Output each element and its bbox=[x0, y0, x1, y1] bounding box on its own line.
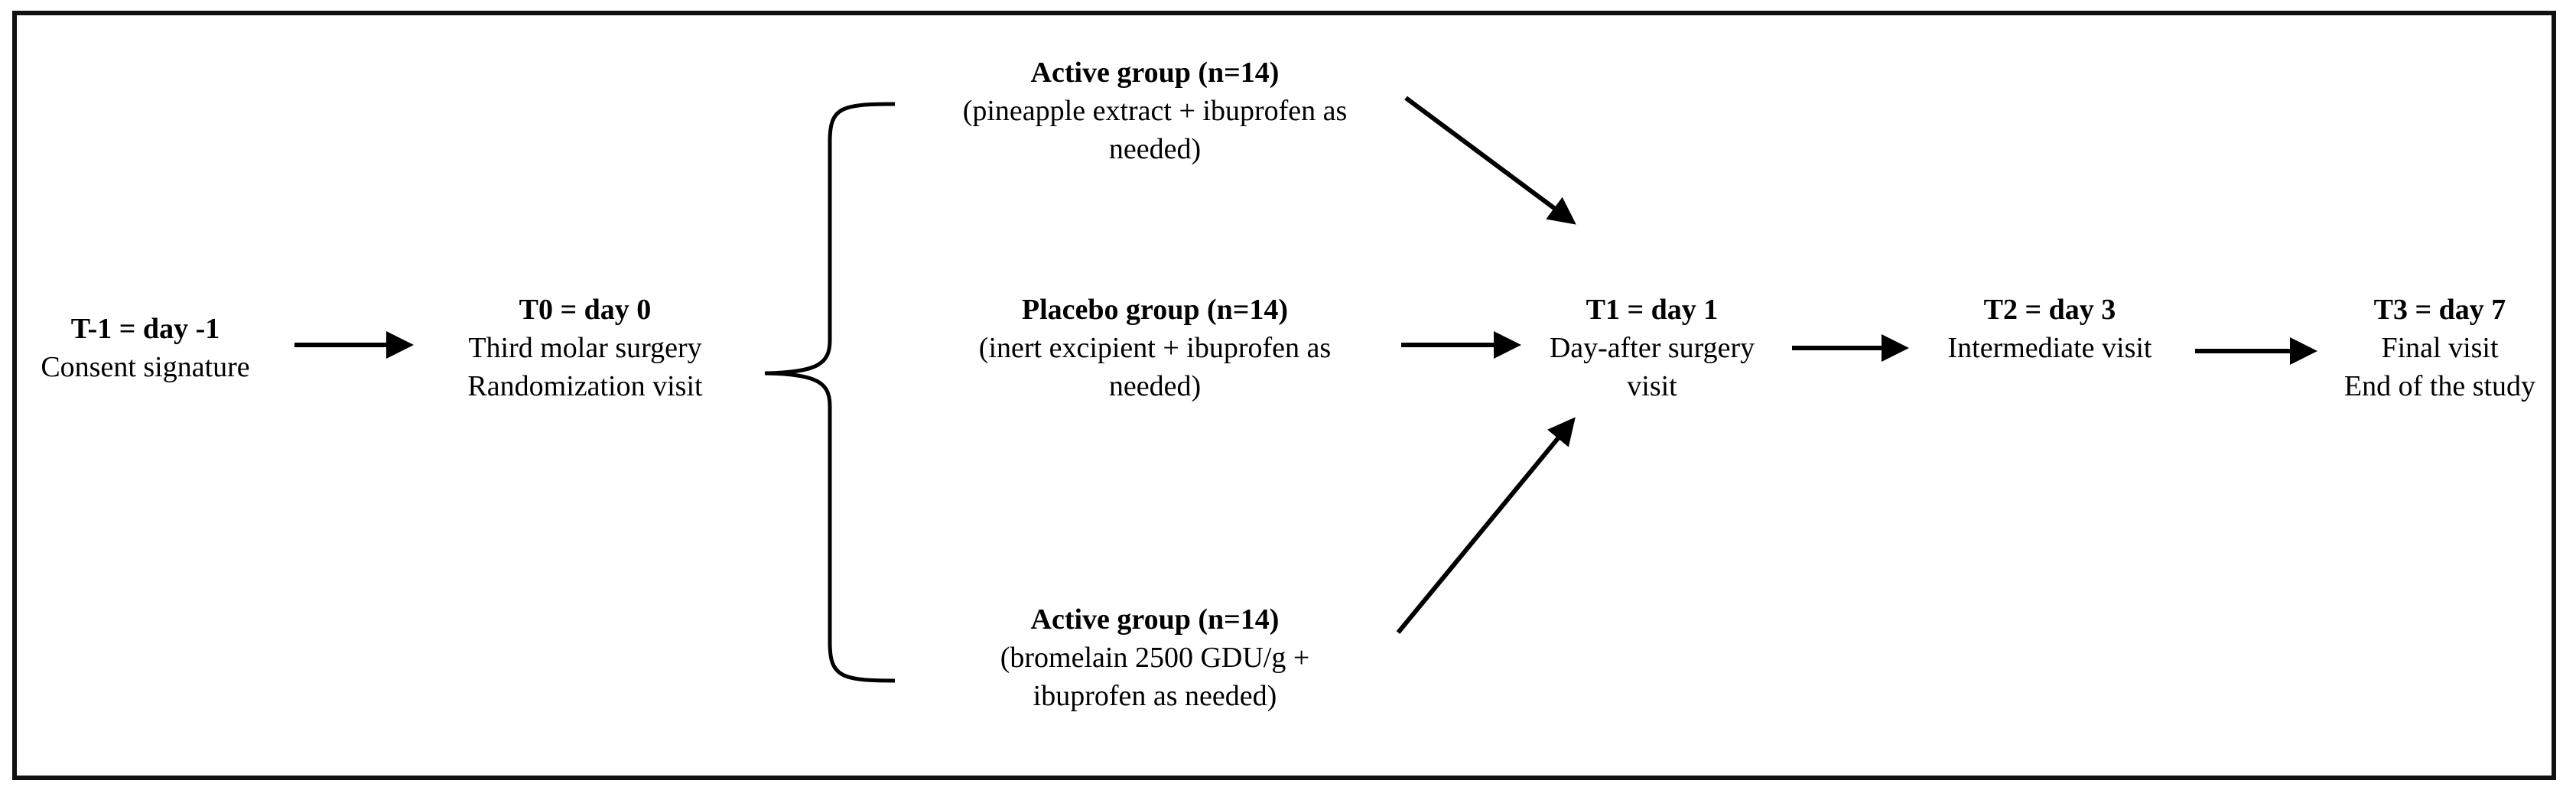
node-text: (bromelain 2500 GDU/g + bbox=[1000, 642, 1310, 674]
node-title: T1 = day 1 bbox=[1586, 294, 1719, 326]
node-t3: T3 = day 7 Final visit End of the study bbox=[2317, 291, 2562, 405]
node-t1: T1 = day 1 Day-after surgery visit bbox=[1514, 291, 1790, 405]
diagram-frame bbox=[12, 11, 2556, 780]
node-text: Final visit bbox=[2381, 332, 2499, 364]
node-text: Randomization visit bbox=[467, 370, 703, 402]
node-group-bromelain: Active group (n=14) (bromelain 2500 GDU/… bbox=[910, 600, 1400, 715]
node-title: Active group (n=14) bbox=[1030, 57, 1280, 89]
node-text: (inert excipient + ibuprofen as bbox=[978, 332, 1332, 364]
node-text: Third molar surgery bbox=[468, 332, 702, 364]
node-title: T-1 = day -1 bbox=[70, 313, 220, 345]
node-t0: T0 = day 0 Third molar surgery Randomiza… bbox=[432, 291, 738, 405]
node-text: visit bbox=[1627, 370, 1677, 402]
node-title: T0 = day 0 bbox=[519, 294, 652, 326]
node-text: Consent signature bbox=[41, 351, 250, 383]
node-title: Placebo group (n=14) bbox=[1021, 294, 1289, 326]
arrow-pineapple-to-t1 bbox=[1404, 96, 1576, 225]
node-text: (pineapple extract + ibuprofen as bbox=[962, 95, 1348, 127]
arrow-bromelain-to-t1 bbox=[1396, 417, 1576, 634]
node-group-placebo: Placebo group (n=14) (inert excipient + … bbox=[910, 291, 1400, 405]
node-text: needed) bbox=[1108, 370, 1202, 402]
node-title: Active group (n=14) bbox=[1030, 603, 1280, 636]
node-text: End of the study bbox=[2343, 370, 2536, 402]
randomization-brace bbox=[764, 102, 896, 683]
node-title: T3 = day 7 bbox=[2373, 294, 2506, 326]
node-text: ibuprofen as needed) bbox=[1033, 680, 1277, 712]
node-t2: T2 = day 3 Intermediate visit bbox=[1912, 291, 2187, 367]
node-group-pineapple: Active group (n=14) (pineapple extract +… bbox=[910, 54, 1400, 168]
node-text: Day-after surgery bbox=[1549, 332, 1755, 364]
node-text: Intermediate visit bbox=[1947, 332, 2152, 364]
node-t-minus-1: T-1 = day -1 Consent signature bbox=[15, 310, 275, 386]
node-title: T2 = day 3 bbox=[1983, 294, 2116, 326]
node-text: needed) bbox=[1108, 133, 1202, 165]
